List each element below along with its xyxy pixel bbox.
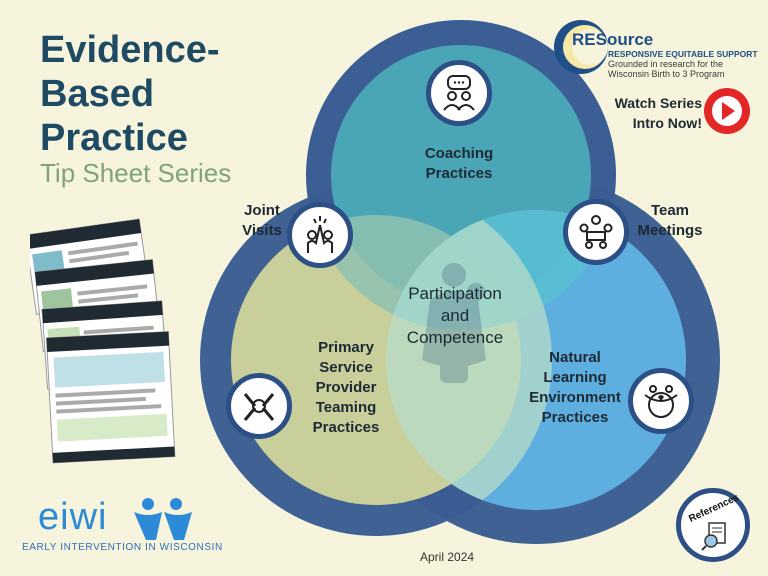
eiwi-wordmark: eiwi xyxy=(38,496,108,538)
pspt-line-4: Teaming xyxy=(315,399,377,416)
nle-icon-circle[interactable] xyxy=(628,368,694,434)
nle-line-2: Learning xyxy=(543,369,607,386)
high-five-icon xyxy=(307,216,333,253)
references-button[interactable]: References xyxy=(676,488,750,562)
watch-line-2: Intro Now! xyxy=(632,115,702,131)
coaching-line-2: Practices xyxy=(425,165,493,182)
play-icon xyxy=(704,88,750,134)
team-table-icon xyxy=(579,215,613,249)
document-magnifier-icon xyxy=(701,522,726,551)
page-subtitle: Tip Sheet Series xyxy=(40,158,232,188)
tip-sheet-stack-image[interactable] xyxy=(24,205,180,470)
eiwi-logo[interactable]: eiwi EARLY INTERVENTION IN WISCONSIN xyxy=(22,496,242,556)
eiwi-tagline: EARLY INTERVENTION IN WISCONSIN xyxy=(22,542,223,553)
team-line-1: Team xyxy=(650,202,690,219)
center-line-2: and xyxy=(440,306,470,325)
pspt-line-5: Practices xyxy=(312,419,380,436)
pspt-line-1: Primary xyxy=(318,339,374,356)
joint-line-2: Visits xyxy=(242,222,282,239)
title-line-2: Based xyxy=(40,73,155,115)
joint-visits-icon-circle[interactable] xyxy=(287,202,353,268)
resource-logo-line-1: RESPONSIVE EQUITABLE SUPPORT xyxy=(608,49,758,59)
title-line-1: Evidence- xyxy=(40,29,220,71)
chat-people-icon xyxy=(443,75,475,111)
resource-logo[interactable]: RESource RESPONSIVE EQUITABLE SUPPORT Gr… xyxy=(552,16,758,84)
participation-competence-label: Participation and Competence xyxy=(390,283,520,349)
pspt-label: Primary Service Provider Teaming Practic… xyxy=(296,338,396,438)
coaching-practices-label: Coaching Practices xyxy=(404,144,514,184)
coaching-icon-circle[interactable] xyxy=(426,60,492,126)
hands-together-icon xyxy=(243,393,275,421)
pspt-line-3: Provider xyxy=(315,379,377,396)
pspt-line-2: Service xyxy=(319,359,373,376)
play-button[interactable] xyxy=(702,86,752,136)
resource-logo-mark xyxy=(554,20,608,74)
team-meetings-label: Team Meetings xyxy=(630,201,710,241)
watch-series-label[interactable]: Watch Series Intro Now! xyxy=(598,93,702,133)
center-line-3: Competence xyxy=(406,328,504,347)
team-meetings-icon-circle[interactable] xyxy=(563,199,629,265)
page-title: Evidence- Based Practice xyxy=(40,28,220,160)
coaching-line-1: Coaching xyxy=(424,145,494,162)
resource-logo-line-3: Wisconsin Birth to 3 Program xyxy=(608,69,725,79)
eiwi-people-icon xyxy=(134,498,192,540)
date-label: April 2024 xyxy=(420,550,475,564)
globe-hug-icon xyxy=(644,385,678,418)
resource-logo-name: RESource xyxy=(572,30,654,49)
nle-line-4: Practices xyxy=(541,409,609,426)
joint-visits-label: Joint Visits xyxy=(232,201,292,241)
pspt-icon-circle[interactable] xyxy=(226,373,292,439)
nle-line-1: Natural xyxy=(549,349,601,366)
nle-label: Natural Learning Environment Practices xyxy=(520,348,630,428)
center-line-1: Participation xyxy=(408,284,502,303)
team-line-2: Meetings xyxy=(637,222,703,239)
watch-line-1: Watch Series xyxy=(614,95,702,111)
family-silhouette-icon xyxy=(422,263,486,383)
joint-line-1: Joint xyxy=(244,202,280,219)
nle-line-3: Environment xyxy=(529,389,621,406)
resource-logo-line-2: Grounded in research for the xyxy=(608,59,724,69)
title-line-3: Practice xyxy=(40,117,188,159)
